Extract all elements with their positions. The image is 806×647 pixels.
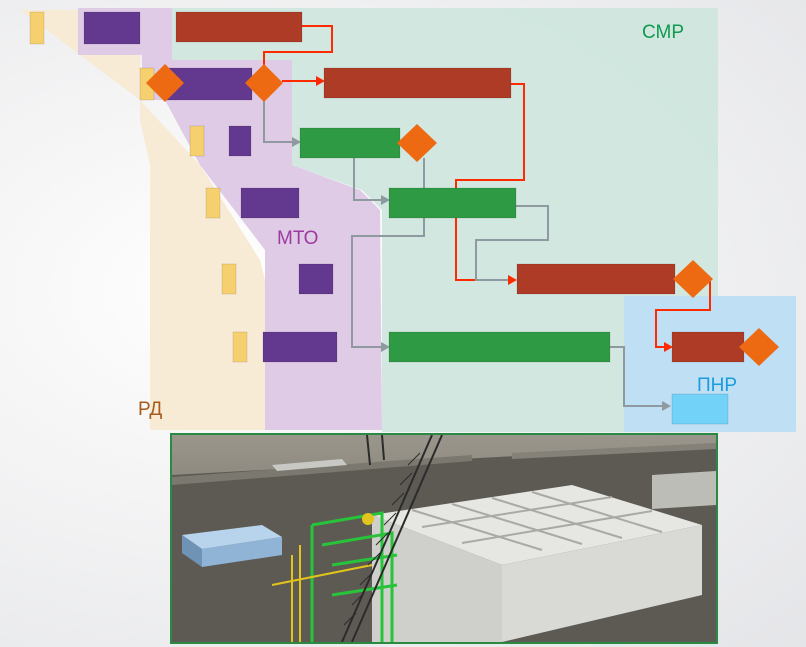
link: [475, 205, 549, 281]
milestone-diamond[interactable]: [673, 260, 713, 298]
mto-task[interactable]: [83, 11, 141, 45]
smr-task[interactable]: [175, 11, 303, 43]
zone-mto: [78, 8, 382, 430]
mto-task[interactable]: [298, 263, 334, 295]
smr-task[interactable]: [323, 67, 512, 99]
rd-task[interactable]: [221, 263, 237, 295]
pnr-task[interactable]: [671, 393, 729, 425]
rd-task[interactable]: [205, 187, 221, 219]
zone-label-mto: МТО: [277, 228, 318, 249]
rd-task[interactable]: [232, 331, 248, 363]
smr-task[interactable]: [516, 263, 676, 295]
link: [353, 158, 381, 201]
arrowhead: [316, 76, 325, 86]
mto-task[interactable]: [228, 125, 252, 157]
zone-label-rd: РД: [138, 399, 162, 420]
rd-task[interactable]: [189, 125, 205, 157]
mto-task[interactable]: [262, 331, 338, 363]
smr-green-task[interactable]: [299, 127, 401, 159]
arrowhead: [662, 401, 671, 411]
building-3d-model-view[interactable]: [170, 433, 718, 644]
critical-link: [263, 25, 333, 68]
zone-label-smr: СМР: [642, 22, 684, 43]
smr-green-task[interactable]: [388, 187, 517, 219]
arrowhead: [664, 342, 673, 352]
rd-task[interactable]: [29, 11, 45, 45]
zone-smr: [172, 8, 718, 432]
milestone-diamond[interactable]: [146, 64, 184, 102]
smr-green-task[interactable]: [388, 331, 611, 363]
zone-rd: [20, 10, 270, 430]
smr-task[interactable]: [671, 331, 745, 363]
milestone-diamond[interactable]: [397, 124, 437, 162]
arrowhead: [292, 137, 301, 147]
critical-link: [455, 83, 525, 281]
critical-link: [655, 280, 711, 348]
milestone-diamond[interactable]: [245, 64, 283, 102]
link: [351, 218, 425, 348]
arrowhead: [381, 195, 390, 205]
mto-task[interactable]: [240, 187, 300, 219]
zone-label-pnr: ПНР: [697, 375, 737, 396]
milestone-diamond[interactable]: [739, 328, 779, 366]
arrowhead: [508, 275, 517, 285]
link: [610, 346, 662, 407]
building-3d-model-icon: [172, 435, 716, 642]
link: [263, 100, 292, 143]
arrowhead: [381, 342, 390, 352]
